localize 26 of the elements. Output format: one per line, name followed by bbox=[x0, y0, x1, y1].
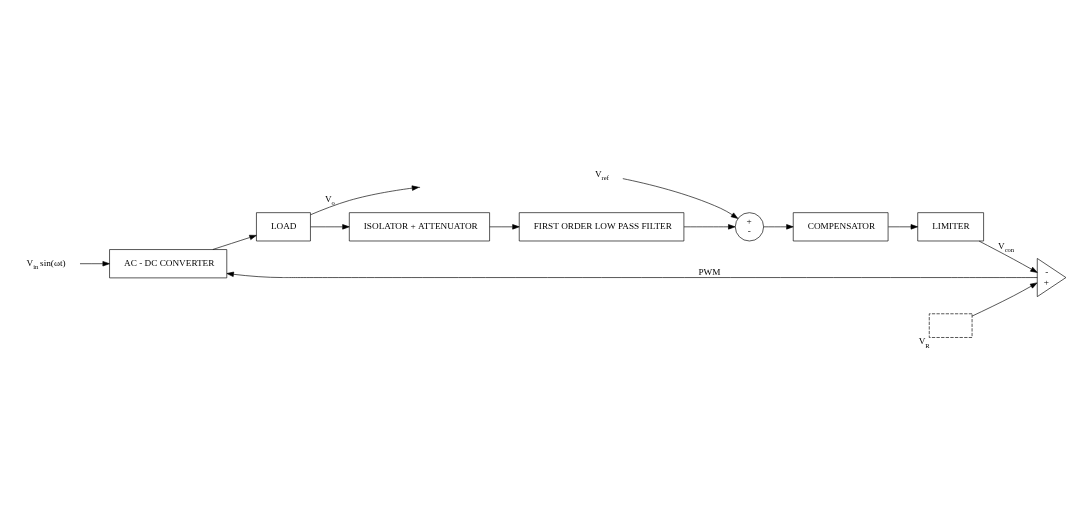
arrow bbox=[683, 223, 736, 229]
edge-label: V$_{o}$ bbox=[324, 193, 335, 206]
arrow bbox=[310, 185, 420, 215]
node-label: V$_{R}$ bbox=[918, 335, 930, 349]
node-text: V$_{in}$ sin(ωt) bbox=[26, 256, 66, 270]
arrow bbox=[622, 177, 739, 219]
arrow bbox=[489, 223, 520, 229]
edge-label: PWM bbox=[698, 266, 721, 277]
node-box: LOAD bbox=[256, 211, 311, 241]
arrow bbox=[212, 234, 257, 250]
node-circle: + - bbox=[734, 211, 764, 241]
node-box: LIMITER bbox=[917, 211, 984, 241]
arrow bbox=[226, 271, 1038, 278]
arrow bbox=[888, 223, 918, 229]
arrow bbox=[763, 223, 794, 229]
node-text: V$_{ref}$ bbox=[594, 168, 609, 181]
arrow bbox=[79, 260, 110, 266]
node-box: COMPENSATOR bbox=[792, 211, 889, 241]
arrow bbox=[310, 223, 350, 229]
node-box: FIRST ORDER LOW PASS FILTER bbox=[518, 211, 685, 241]
arrow bbox=[978, 240, 1038, 273]
node-box: ISOLATOR + ATTENUATOR bbox=[349, 211, 490, 241]
node-box bbox=[928, 312, 973, 338]
arrow bbox=[971, 282, 1038, 316]
node-box: AC - DC CONVERTER bbox=[109, 248, 228, 278]
edge-label: V$_{con}$ bbox=[998, 240, 1015, 253]
